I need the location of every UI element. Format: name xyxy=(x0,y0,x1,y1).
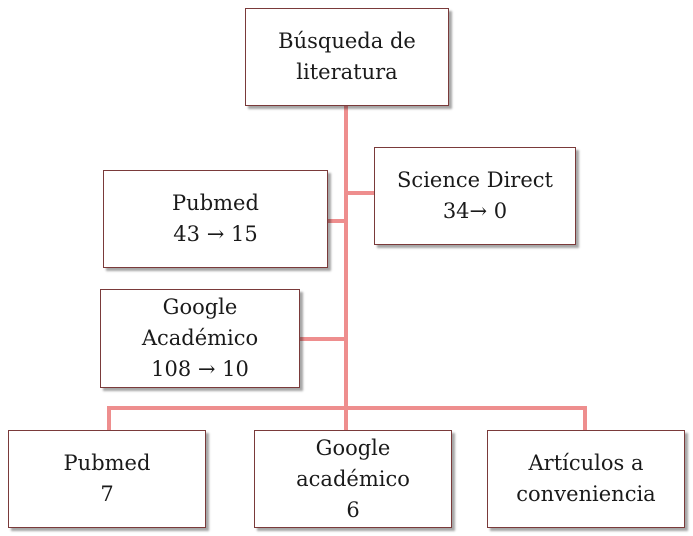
drop-right-connector xyxy=(583,406,587,430)
google-search-node: Google Académico 108 → 10 xyxy=(100,289,300,388)
drop-left-connector xyxy=(107,406,111,430)
root-line-1: Búsqueda de xyxy=(278,29,416,53)
root-node: Búsqueda de literatura xyxy=(245,8,449,106)
google-branch xyxy=(300,337,346,341)
google-result-node: Google académico 6 xyxy=(254,430,452,528)
pubmed-result-count: 7 xyxy=(100,482,114,506)
pubmed-branch xyxy=(328,219,346,223)
pubmed-search-node: Pubmed 43 → 15 xyxy=(103,170,328,268)
root-line-2: literatura xyxy=(296,60,398,84)
google-search-count: 108 → 10 xyxy=(151,357,249,381)
articles-result-line-1: Artículos a xyxy=(528,451,644,475)
google-result-title-line-1: Google xyxy=(315,435,391,460)
pubmed-result-title: Pubmed xyxy=(63,451,151,475)
articles-result-node: Artículos a conveniencia xyxy=(487,430,685,528)
google-search-title-line-2: Académico xyxy=(141,326,259,350)
trunk-connector xyxy=(344,106,348,408)
drop-middle-connector xyxy=(344,406,348,430)
google-result-count: 6 xyxy=(346,497,360,522)
science-direct-node: Science Direct 34→ 0 xyxy=(374,147,576,245)
pubmed-search-count: 43 → 15 xyxy=(173,222,258,246)
pubmed-result-node: Pubmed 7 xyxy=(8,430,206,528)
science-direct-title: Science Direct xyxy=(397,168,553,192)
articles-result-line-2: conveniencia xyxy=(516,482,656,506)
science-direct-branch xyxy=(346,191,374,195)
google-search-title-line-1: Google xyxy=(162,295,238,319)
pubmed-search-title: Pubmed xyxy=(172,191,259,215)
science-direct-count: 34→ 0 xyxy=(442,199,508,223)
google-result-title-line-2: académico xyxy=(296,466,410,491)
